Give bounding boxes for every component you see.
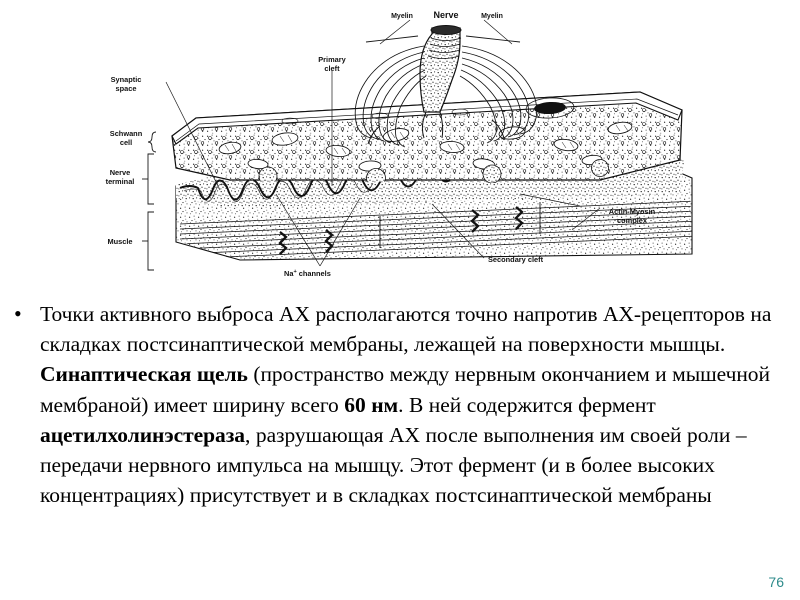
- label-nerve-terminal-line2: terminal: [106, 177, 135, 186]
- label-na-channels: Na+ channels: [284, 269, 331, 278]
- leader-myelin-left: [379, 19, 411, 45]
- paragraph-segment-3: . В ней содержится фермент: [398, 392, 656, 417]
- label-actin-myosin-line2: complex: [617, 216, 648, 225]
- brace-myelin-right: [465, 35, 521, 43]
- label-myelin-right: Myelin: [481, 13, 503, 20]
- leader-lines: [165, 19, 601, 267]
- nerve-trunk-with-myelin: [354, 25, 538, 148]
- diagram-labels: Synaptic space Primary cleft Myelin Nerv…: [106, 10, 656, 278]
- paragraph-segment-4: , разрушающая АХ после выполнения им сво…: [40, 422, 747, 508]
- value-60-nm: 60 нм: [344, 392, 399, 417]
- leader-na-channels-2: [319, 197, 361, 267]
- label-myelin-left: Myelin: [391, 13, 413, 20]
- label-primary-cleft-line2: cleft: [324, 64, 340, 73]
- bullet-list-item: • Точки активного выброса АХ располагают…: [14, 299, 786, 510]
- label-nerve: Nerve: [433, 10, 458, 20]
- label-muscle: Muscle: [107, 237, 132, 246]
- label-secondary-cleft: Secondary cleft: [488, 255, 544, 264]
- paragraph-segment-1: Точки активного выброса АХ располагаются…: [40, 302, 772, 357]
- label-synaptic-space-line1: Synaptic: [111, 75, 142, 84]
- bullet-paragraph: Точки активного выброса АХ располагаются…: [40, 299, 786, 510]
- label-actin-myosin-line1: Actin-Myosin: [609, 207, 656, 216]
- neuromuscular-junction-figure: Synaptic space Primary cleft Myelin Nerv…: [80, 8, 720, 290]
- brace-myelin-left: [365, 35, 419, 43]
- leader-secondary-cleft: [431, 203, 485, 259]
- leader-synaptic-space: [165, 81, 221, 191]
- schwann-cell: [171, 91, 683, 145]
- label-schwann-cell-line2: cell: [120, 138, 132, 147]
- leader-actin-myosin-2: [519, 193, 581, 207]
- leader-actin-myosin: [571, 207, 601, 231]
- label-nerve-terminal-line1: Nerve: [110, 168, 131, 177]
- left-brackets: [142, 131, 157, 271]
- label-schwann-cell-line1: Schwann: [110, 129, 143, 138]
- label-na-superscript: +: [293, 269, 297, 275]
- brace-muscle: [147, 211, 154, 271]
- label-na-rest: channels: [297, 269, 331, 278]
- brace-schwann-cell: [147, 131, 157, 153]
- label-na-base: Na: [284, 269, 294, 278]
- term-synaptic-cleft: Синаптическая щель: [40, 362, 248, 387]
- brace-nerve-terminal: [147, 153, 154, 205]
- bullet-marker: •: [14, 301, 22, 326]
- slide-body-text: • Точки активного выброса АХ располагают…: [14, 299, 786, 510]
- leader-na-channels: [275, 193, 321, 267]
- page-number: 76: [768, 574, 784, 590]
- label-primary-cleft-line1: Primary: [318, 55, 346, 64]
- label-synaptic-space-line2: space: [116, 84, 137, 93]
- paragraph-segment-2: (пространство между нервным окончанием и…: [40, 362, 770, 417]
- leader-myelin-right: [483, 19, 513, 45]
- term-acetylcholinesterase: ацетилхолинэстераза: [40, 422, 246, 447]
